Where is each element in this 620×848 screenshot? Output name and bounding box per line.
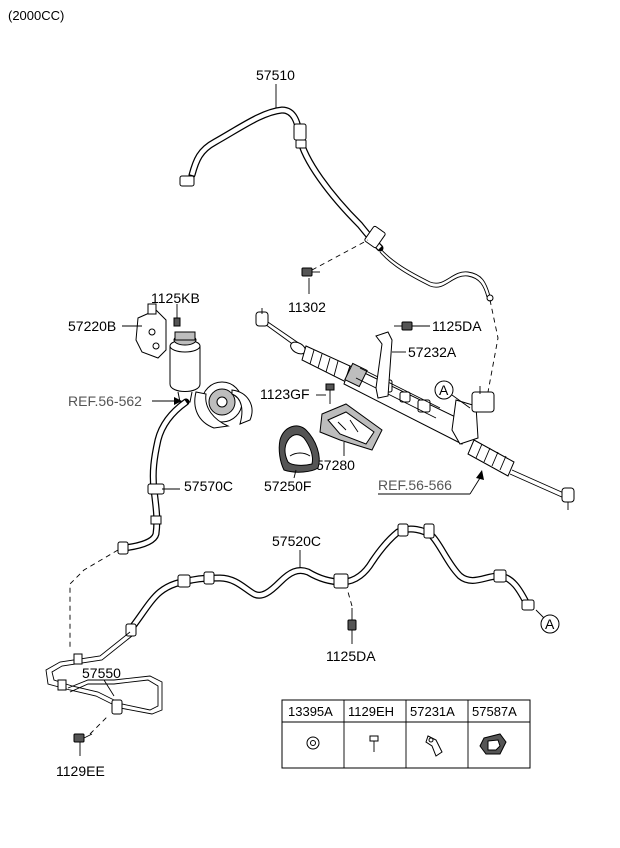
dust-seal-57250F <box>278 425 320 473</box>
label-1129EE: 1129EE <box>56 763 105 779</box>
callout-a-top: A <box>434 380 471 409</box>
power-steering-pump <box>194 381 253 429</box>
parts-table-col-57587A: 57587A <box>472 704 517 719</box>
dashed-link-57570C <box>69 549 119 650</box>
bolt-11302 <box>301 267 320 277</box>
ref-56-566: REF.56-566 <box>378 477 452 493</box>
label-1125KB: 1125KB <box>151 290 200 306</box>
leader-57550 <box>103 679 115 697</box>
ref-56-562: REF.56-562 <box>68 393 142 409</box>
label-1125DA-bottom: 1125DA <box>326 648 376 664</box>
nut-icon <box>306 736 320 750</box>
bolt-1123GF <box>325 383 335 404</box>
parts-table: 13395A 1129EH 57231A 57587A <box>281 699 531 769</box>
ref-56-566-arrow <box>476 470 484 480</box>
label-57510: 57510 <box>256 67 295 83</box>
label-57550: 57550 <box>82 665 121 681</box>
label-57520C: 57520C <box>272 533 321 549</box>
parts-table-col-13395A: 13395A <box>288 704 333 719</box>
ref-56-562-arrow <box>174 397 182 405</box>
callout-a-bottom-letter: A <box>545 616 555 632</box>
dashed-link-1125DA-bottom <box>347 591 353 607</box>
label-57232A: 57232A <box>408 344 457 360</box>
label-57280: 57280 <box>316 457 355 473</box>
bracket-57232A <box>375 331 393 399</box>
bolt-1129EE <box>73 733 93 743</box>
cooler-tube-57550 <box>45 631 163 715</box>
callout-a-bottom: A <box>540 614 560 634</box>
dashed-link-1129EE <box>89 715 109 735</box>
return-tube-57520C <box>125 523 535 637</box>
dashed-link-11302 <box>311 239 369 271</box>
engine-variant-label: (2000CC) <box>8 8 64 23</box>
pressure-hose-57510 <box>179 106 494 302</box>
parts-table-col-1129EH: 1129EH <box>348 704 394 719</box>
label-1123GF: 1123GF <box>260 386 310 402</box>
callout-a-top-letter: A <box>439 382 449 398</box>
leader-57250F <box>293 469 297 479</box>
label-57220B: 57220B <box>68 318 116 334</box>
bolt-1125KB <box>173 312 181 327</box>
dashed-link-gear <box>487 299 499 393</box>
clamp-icon <box>479 733 507 755</box>
ref-56-566-leader <box>469 477 481 495</box>
label-57250F: 57250F <box>264 478 311 494</box>
screw-icon <box>369 735 379 752</box>
oil-reservoir <box>169 331 201 403</box>
label-11302: 11302 <box>288 299 326 315</box>
clip-icon <box>425 735 443 757</box>
callout-a-bottom-leader <box>535 609 545 619</box>
bolt-1125DA-top <box>394 321 413 331</box>
heat-protector-57280 <box>319 403 383 451</box>
label-1125DA-top: 1125DA <box>432 318 482 334</box>
reservoir-bracket-57220B <box>135 303 167 359</box>
parts-table-col-57231A: 57231A <box>410 704 455 719</box>
label-57570C: 57570C <box>184 478 233 494</box>
return-hose-57570C <box>117 398 190 555</box>
bolt-1125DA-bottom <box>347 608 357 631</box>
